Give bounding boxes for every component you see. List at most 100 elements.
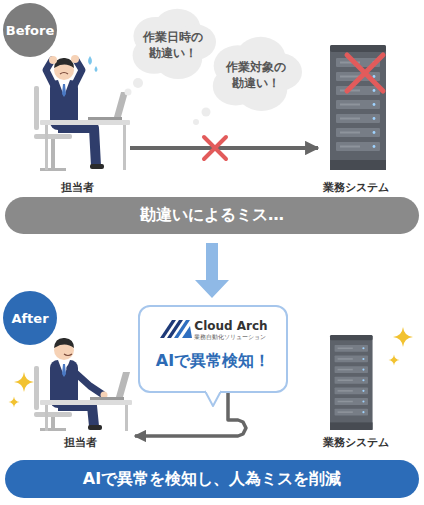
cloud-shape bbox=[130, 8, 216, 82]
text-group: After bbox=[11, 311, 48, 326]
text-group: 勘違いによるミス… bbox=[140, 205, 284, 226]
thought-text: 作業対象の 勘違い！ bbox=[223, 59, 289, 91]
error-cross bbox=[347, 55, 383, 91]
sparkle bbox=[14, 372, 34, 392]
figure-label: 担当者 bbox=[64, 435, 97, 450]
summary-band-text: AIで異常を検知し、人為ミスを削減 bbox=[83, 469, 341, 490]
person-arm bbox=[74, 60, 82, 86]
text-group: 業務システム bbox=[323, 180, 389, 195]
chair-back bbox=[34, 366, 39, 410]
flow-arrow bbox=[135, 393, 246, 436]
person-collar bbox=[58, 80, 70, 96]
person-figure: 担当者 bbox=[25, 325, 135, 450]
desk-leg bbox=[45, 405, 48, 431]
person-mouth bbox=[60, 73, 68, 75]
person-shoe bbox=[90, 164, 104, 169]
server-after bbox=[330, 335, 373, 430]
badge-label: After bbox=[11, 311, 48, 326]
text-group: 作業日時の 勘違い！ bbox=[140, 29, 206, 61]
text-group: 担当者 bbox=[61, 180, 94, 195]
summary-band-text: 勘違いによるミス… bbox=[140, 205, 284, 226]
thought-bubble: 作業日時の 勘違い！ bbox=[130, 8, 216, 82]
thought-dot bbox=[193, 119, 199, 125]
person-figure: 担当者 bbox=[25, 40, 130, 195]
person-tie bbox=[62, 84, 66, 97]
person-hand bbox=[49, 56, 57, 64]
desk-top bbox=[40, 400, 132, 405]
chair-seat bbox=[34, 412, 72, 417]
stage-badge: After bbox=[3, 291, 57, 345]
person-after bbox=[34, 338, 132, 431]
person-leg bbox=[58, 406, 94, 426]
person-hair bbox=[54, 58, 74, 68]
text-group: Cloud Arch業務自動化ソリューション bbox=[158, 317, 267, 343]
badge-label: Before bbox=[6, 23, 55, 38]
laptop-base bbox=[90, 397, 124, 400]
figure-label: 担当者 bbox=[61, 180, 94, 195]
flow-arrow bbox=[130, 146, 318, 150]
transition-arrow bbox=[195, 243, 229, 298]
laptop-screen bbox=[114, 92, 128, 117]
logo-stroke bbox=[160, 320, 176, 338]
text-group: AIで異常検知！ bbox=[156, 351, 270, 372]
logo-text: Cloud Arch bbox=[194, 320, 267, 333]
sparkle bbox=[393, 327, 413, 347]
text-group: 担当者 bbox=[64, 435, 97, 450]
server-graphic bbox=[330, 335, 373, 430]
cloud-shape bbox=[210, 36, 302, 114]
logo-stroke bbox=[167, 320, 183, 338]
chair-foot bbox=[40, 428, 66, 431]
figure-label: 業務システム bbox=[323, 435, 389, 450]
logo-stroke bbox=[182, 326, 192, 338]
person-leg bbox=[58, 128, 96, 166]
text-group: Before bbox=[6, 23, 55, 38]
thought-text: 作業日時の 勘違い！ bbox=[140, 29, 206, 61]
callout-tail-mask bbox=[206, 389, 220, 392]
figure-label: 業務システム bbox=[323, 180, 389, 195]
ai-callout: Cloud Arch業務自動化ソリューション AIで異常検知！ bbox=[138, 305, 288, 393]
laptop-base bbox=[88, 117, 122, 120]
person-before bbox=[34, 55, 130, 171]
chair-back bbox=[34, 86, 39, 130]
person-tie bbox=[62, 364, 66, 377]
person-arm bbox=[70, 368, 102, 394]
person-shoe bbox=[88, 425, 102, 430]
person-hand bbox=[71, 55, 79, 63]
summary-band: 勘違いによるミス… bbox=[5, 197, 419, 234]
sweat-drop bbox=[95, 66, 98, 72]
sparkle bbox=[389, 355, 400, 366]
stage-badge: Before bbox=[3, 3, 57, 57]
callout-tail bbox=[205, 391, 221, 406]
laptop-screen bbox=[116, 372, 130, 397]
text-group: AIで異常を検知し、人為ミスを削減 bbox=[83, 469, 341, 490]
chair-leg bbox=[51, 139, 55, 170]
text-group: 業務システム bbox=[323, 435, 389, 450]
text-group: 作業対象の 勘違い！ bbox=[223, 59, 289, 91]
thought-dot bbox=[125, 89, 132, 96]
server-figure: 業務システム bbox=[318, 40, 393, 195]
thought-bubble: 作業対象の 勘違い！ bbox=[210, 36, 302, 114]
server-figure: 業務システム bbox=[318, 325, 393, 450]
sparkle bbox=[9, 397, 20, 408]
desk-leg bbox=[45, 125, 48, 170]
callout-text: AIで異常検知！ bbox=[156, 351, 270, 372]
person-mouth bbox=[64, 354, 72, 356]
thought-dot bbox=[133, 78, 143, 88]
logo-subtitle: 業務自動化ソリューション bbox=[194, 333, 266, 340]
logo-stroke bbox=[174, 320, 190, 338]
person-hair bbox=[54, 338, 74, 348]
chair-foot bbox=[40, 168, 66, 171]
sweat-drop bbox=[88, 56, 92, 65]
thought-dot bbox=[202, 108, 211, 117]
chair-seat bbox=[34, 134, 72, 139]
error-cross bbox=[204, 137, 226, 159]
summary-band: AIで異常を検知し、人為ミスを削減 bbox=[5, 460, 419, 498]
desk-leg bbox=[123, 125, 126, 170]
logo-mark bbox=[160, 320, 192, 338]
server-before bbox=[330, 45, 386, 170]
desk-top bbox=[40, 120, 130, 125]
